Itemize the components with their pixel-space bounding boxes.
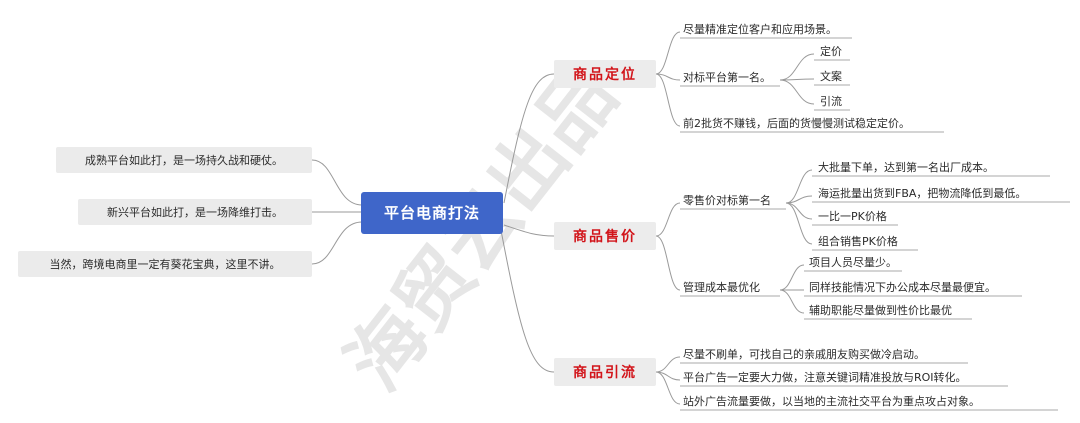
branch-node-traffic[interactable]: 商品引流 bbox=[554, 358, 656, 386]
leaf-text: 海运批量出货到FBA，把物流降低到最低。 bbox=[818, 186, 1026, 200]
left-item-2: 当然，跨境电商里一定有葵花宝典，这里不讲。 bbox=[50, 257, 281, 271]
leaf-text: 引流 bbox=[820, 94, 842, 108]
underlines bbox=[680, 37, 1070, 411]
branch-label: 商品引流 bbox=[573, 364, 637, 381]
leaf-text: 对标平台第一名。 bbox=[683, 70, 771, 84]
left-item-0: 成熟平台如此打，是一场持久战和硬仗。 bbox=[85, 153, 283, 167]
leaf-text: 管理成本最优化 bbox=[683, 280, 760, 294]
branch-label: 商品定位 bbox=[573, 66, 637, 83]
leaf-text: 尽量不刷单，可找自己的亲戚朋友购买做冷启动。 bbox=[683, 347, 925, 361]
branch-node-positioning[interactable]: 商品定位 bbox=[554, 60, 656, 88]
leaf-text: 定价 bbox=[820, 44, 842, 58]
leaf-text: 辅助职能尽量做到性价比最优 bbox=[809, 303, 952, 317]
leaf-text: 组合销售PK价格 bbox=[818, 234, 898, 248]
leaf-text: 前2批货不赚钱，后面的货慢慢测试稳定定价。 bbox=[683, 116, 910, 130]
leaf-text: 平台广告一定要大力做，注意关键词精准投放与ROI转化。 bbox=[683, 370, 967, 384]
leaf-text: 文案 bbox=[820, 69, 842, 83]
root-node[interactable]: 平台电商打法 bbox=[361, 192, 503, 234]
leaf-text: 站外广告流量要做，以当地的主流社交平台为重点攻占对象。 bbox=[683, 394, 980, 408]
left-item-1: 新兴平台如此打，是一场降维打击。 bbox=[107, 205, 283, 219]
branch-label: 商品售价 bbox=[573, 228, 637, 245]
root-label: 平台电商打法 bbox=[384, 204, 480, 222]
leaf-text: 大批量下单，达到第一名出厂成本。 bbox=[818, 160, 994, 174]
leaf-text: 同样技能情况下办公成本尽量最便宜。 bbox=[809, 280, 996, 294]
leaf-text: 尽量精准定位客户和应用场景。 bbox=[683, 22, 837, 36]
left-items: 成熟平台如此打，是一场持久战和硬仗。 新兴平台如此打，是一场降维打击。 当然，跨… bbox=[18, 147, 312, 277]
connector-lines bbox=[311, 31, 815, 405]
branch-node-pricing[interactable]: 商品售价 bbox=[554, 222, 656, 250]
leaf-text: 一比一PK价格 bbox=[818, 209, 887, 223]
leaf-text: 零售价对标第一名 bbox=[683, 193, 771, 207]
leaf-text: 项目人员尽量少。 bbox=[809, 256, 897, 269]
